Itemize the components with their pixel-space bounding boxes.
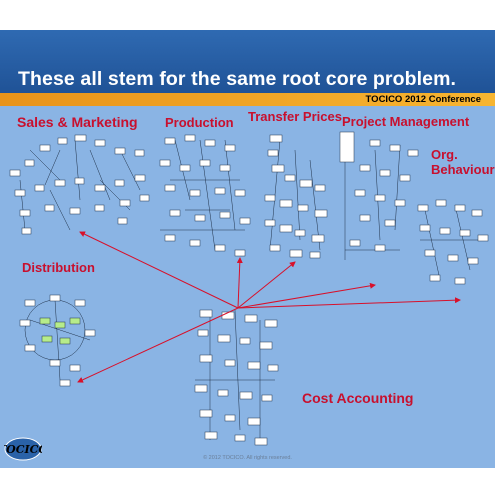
distribution-diagram xyxy=(19,294,96,387)
header-band xyxy=(0,30,495,94)
label-org-behaviour-line2: Behaviour xyxy=(431,162,495,177)
copyright-footer: © 2012 TOCICO. All rights reserved. xyxy=(203,455,292,461)
cost-accounting-diagram xyxy=(194,309,279,446)
label-production: Production xyxy=(165,115,234,130)
label-project-management: Project Management xyxy=(342,114,470,129)
tocico-logo: TOCICO xyxy=(4,437,42,461)
org-behaviour-diagram xyxy=(417,199,489,285)
project-management-diagram xyxy=(339,131,419,260)
arrow-to-transfer-prices xyxy=(237,261,296,309)
conference-banner xyxy=(0,93,495,106)
content-area xyxy=(0,106,495,468)
transfer-prices-diagram xyxy=(264,134,328,259)
label-org-behaviour-line1: Org. xyxy=(431,147,458,162)
label-sales-marketing: Sales & Marketing xyxy=(17,114,138,130)
arrow-to-project-management xyxy=(237,282,376,309)
arrow-to-sales-marketing xyxy=(79,231,239,309)
slide-title: These all stem for the same root core pr… xyxy=(18,68,457,90)
root-cause-arrows xyxy=(77,231,461,383)
arrow-to-org-behaviour xyxy=(237,297,461,309)
sales-marketing-diagram xyxy=(9,134,150,235)
arrow-to-production xyxy=(236,257,243,309)
arrow-to-distribution xyxy=(77,307,239,383)
production-diagram xyxy=(159,134,251,257)
label-distribution: Distribution xyxy=(22,260,95,275)
label-transfer-prices: Transfer Prices xyxy=(248,109,342,124)
label-cost-accounting: Cost Accounting xyxy=(302,390,414,406)
svg-text:TOCICO: TOCICO xyxy=(4,443,42,456)
conference-label: TOCICO 2012 Conference xyxy=(365,94,481,105)
